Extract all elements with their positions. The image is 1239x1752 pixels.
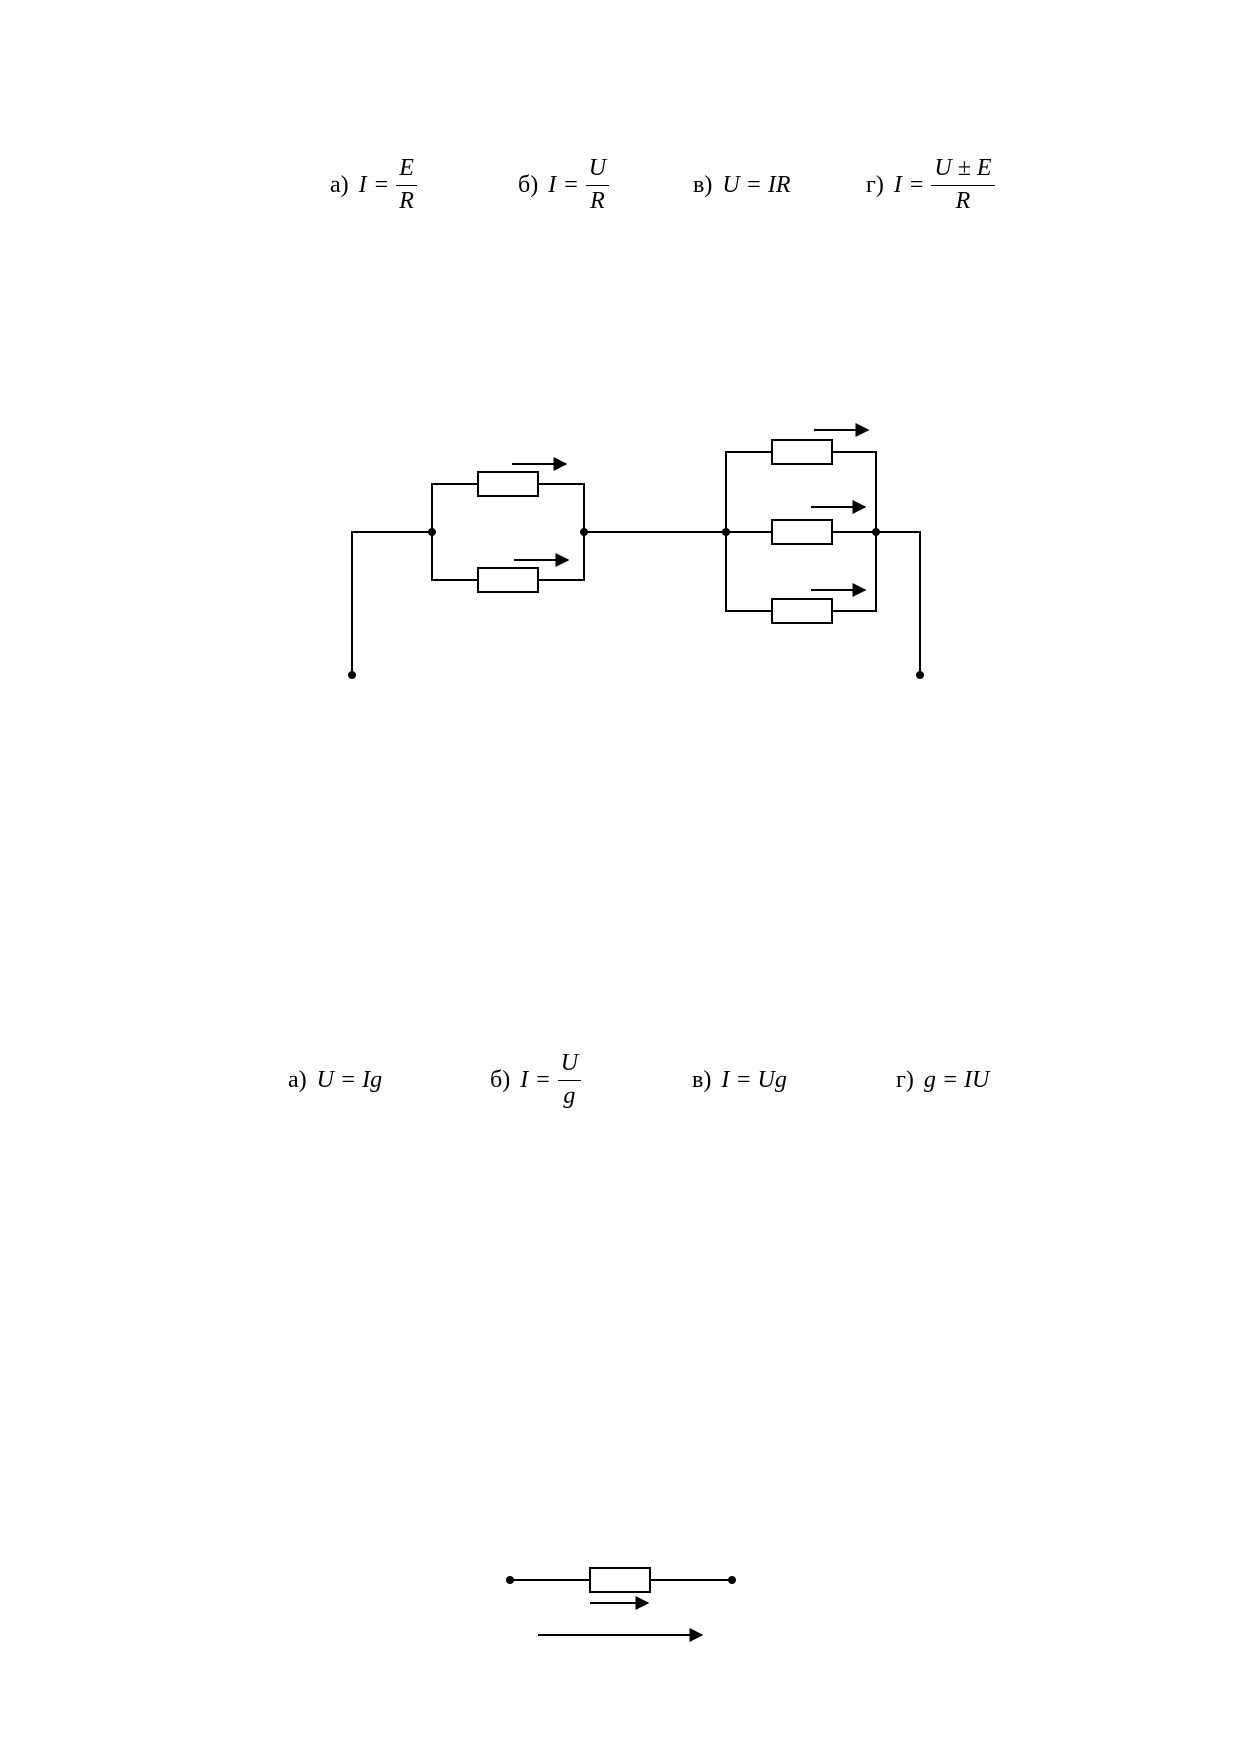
node-dot [722, 528, 730, 536]
denominator: R [590, 187, 605, 214]
fraction: U g [557, 1051, 582, 1109]
resistor-1 [477, 471, 539, 497]
question-1-options: а) I = E R б) I = U R в) U = IR г) I = U… [0, 145, 1239, 235]
fraction: U R [585, 156, 610, 214]
resistor-3 [771, 439, 833, 465]
right-lead-wire [876, 531, 921, 675]
option-label: а) [330, 171, 349, 198]
denominator: R [399, 187, 414, 214]
option-d: г) I = U ± E R [866, 145, 995, 225]
option-label: а) [288, 1066, 307, 1093]
option-label: б) [490, 1066, 511, 1093]
formula: I = Ug [721, 1066, 787, 1093]
formula: U = IR [722, 171, 791, 198]
resistor-4 [771, 519, 833, 545]
denominator: g [563, 1082, 576, 1109]
formula: U = Ig [316, 1066, 383, 1093]
resistor-single [589, 1567, 651, 1593]
equals-sign: = [909, 171, 924, 198]
option-c: в) U = IR [693, 145, 791, 225]
numerator: U [585, 156, 610, 186]
node-dot [872, 528, 880, 536]
group1-frame [431, 483, 585, 581]
numerator: E [396, 156, 417, 186]
circuit-diagram [348, 423, 924, 679]
option-c: в) I = Ug [692, 1040, 787, 1120]
option-d: г) g = IU [896, 1040, 989, 1120]
node-dot [580, 528, 588, 536]
option-label: в) [693, 171, 713, 198]
numerator: U ± E [931, 156, 995, 186]
fraction: U ± E R [931, 156, 995, 214]
fraction: E R [396, 156, 417, 213]
formula-lhs: I [548, 171, 557, 198]
option-a: а) U = Ig [288, 1040, 382, 1120]
option-label: в) [692, 1066, 712, 1093]
option-label: г) [896, 1066, 914, 1093]
numerator: U [557, 1051, 582, 1081]
option-label: б) [518, 171, 539, 198]
option-b: б) I = U g [490, 1040, 582, 1120]
equals-sign: = [536, 1066, 550, 1093]
formula-lhs: I [893, 171, 902, 198]
formula: g = IU [923, 1066, 990, 1093]
left-lead-wire [351, 531, 432, 675]
terminal-right [916, 671, 924, 679]
option-b: б) I = U R [518, 145, 610, 225]
formula-lhs: I [520, 1066, 529, 1093]
option-label: г) [866, 171, 884, 198]
denominator: R [955, 187, 971, 214]
resistor-diagram [506, 1567, 736, 1642]
terminal-right [728, 1576, 736, 1584]
option-a: а) I = E R [330, 145, 417, 225]
question-2-options: а) U = Ig б) I = U g в) I = Ug г) g = IU [0, 1040, 1239, 1130]
equals-sign: = [374, 171, 389, 198]
group2-frame [725, 451, 877, 612]
equals-sign: = [564, 171, 578, 198]
formula-lhs: I [358, 171, 367, 198]
resistor-5 [771, 598, 833, 624]
node-dot [428, 528, 436, 536]
resistor-2 [477, 567, 539, 593]
terminal-left [506, 1576, 514, 1584]
terminal-left [348, 671, 356, 679]
